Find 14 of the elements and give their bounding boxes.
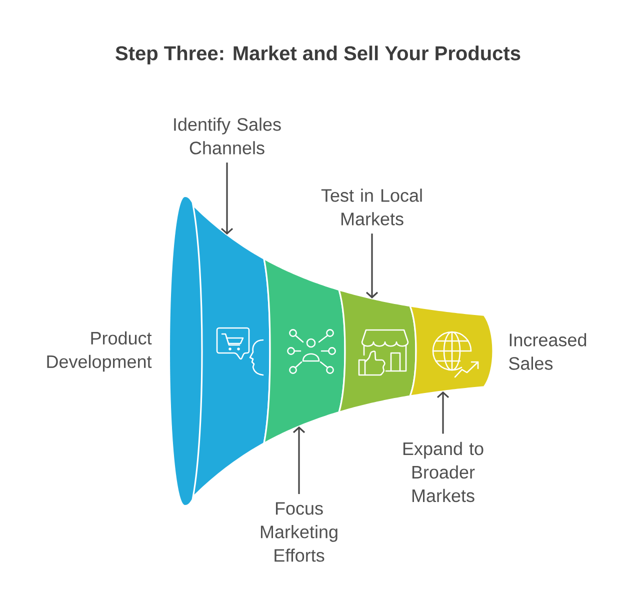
step-label: Identify Sales Channels — [174, 118, 281, 154]
funnel-segment — [409, 305, 494, 397]
arrow — [436, 391, 450, 434]
funnel-segment — [338, 289, 417, 413]
funnel-segment — [263, 258, 346, 444]
funnel-segment — [170, 197, 271, 505]
arrow — [220, 162, 234, 235]
title: Step Three: Market and Sell Your Products — [116, 46, 520, 64]
step-label: Focus Marketing Efforts — [260, 502, 338, 562]
step-label: Expand to Broader Markets — [403, 442, 484, 502]
arrow — [366, 234, 378, 298]
arrow — [292, 426, 306, 494]
funnel-label: Product Development — [47, 331, 152, 372]
step-label: Test in Local Markets — [321, 188, 422, 226]
